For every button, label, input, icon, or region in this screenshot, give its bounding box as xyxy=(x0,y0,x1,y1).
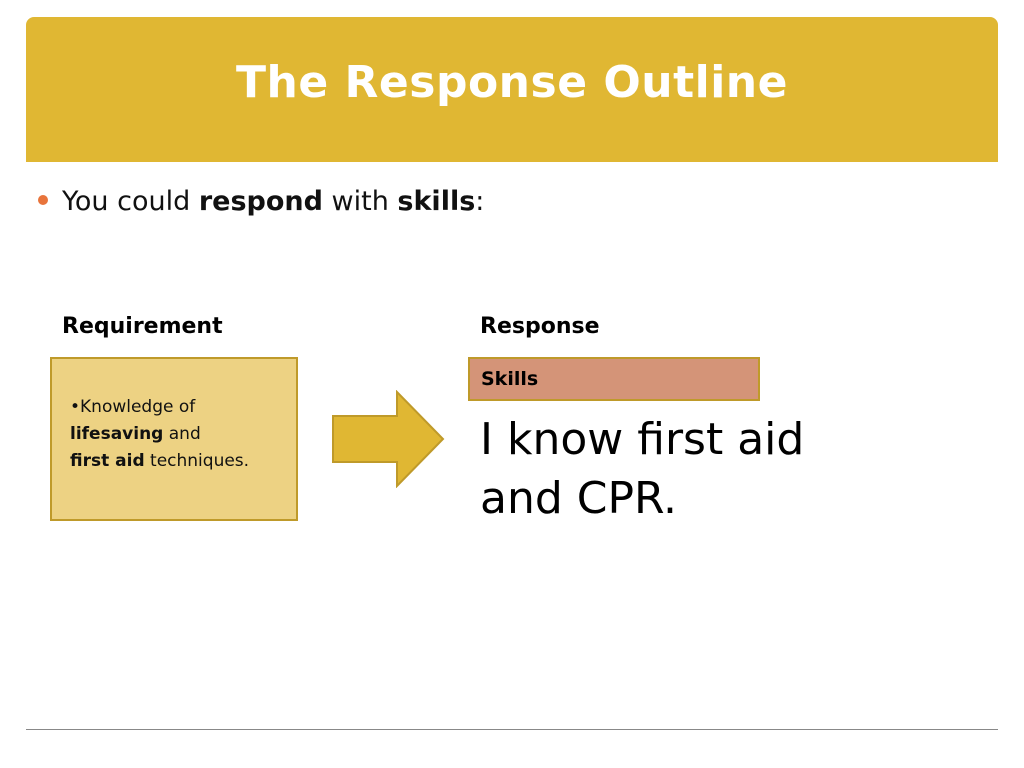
bullet-bold-respond: respond xyxy=(198,186,323,217)
bullet-item: You could respond with skills: xyxy=(38,186,484,217)
footer-divider xyxy=(26,729,998,730)
bullet-suffix: : xyxy=(475,186,485,217)
requirement-bold-lifesaving: lifesaving xyxy=(70,424,164,444)
requirement-after-bold2: techniques. xyxy=(144,451,250,471)
requirement-header: Requirement xyxy=(62,314,223,339)
requirement-box: •Knowledge of lifesaving and first aid t… xyxy=(50,357,298,521)
requirement-after-bold1: and xyxy=(163,424,201,444)
title-banner: The Response Outline xyxy=(26,17,998,162)
bullet-middle: with xyxy=(322,186,398,217)
response-text: I know first aid and CPR. xyxy=(480,414,805,524)
right-arrow-icon xyxy=(332,390,445,488)
bullet-bold-skills: skills xyxy=(397,186,476,217)
slide-title: The Response Outline xyxy=(236,57,788,108)
requirement-line1: •Knowledge of xyxy=(70,397,196,417)
requirement-text: •Knowledge of lifesaving and first aid t… xyxy=(70,394,295,475)
bullet-prefix: You could xyxy=(62,186,199,217)
requirement-bold-first-aid: first aid xyxy=(70,451,145,471)
bullet-dot-icon xyxy=(38,194,48,205)
skills-label: Skills xyxy=(468,357,760,401)
response-header: Response xyxy=(480,314,600,339)
